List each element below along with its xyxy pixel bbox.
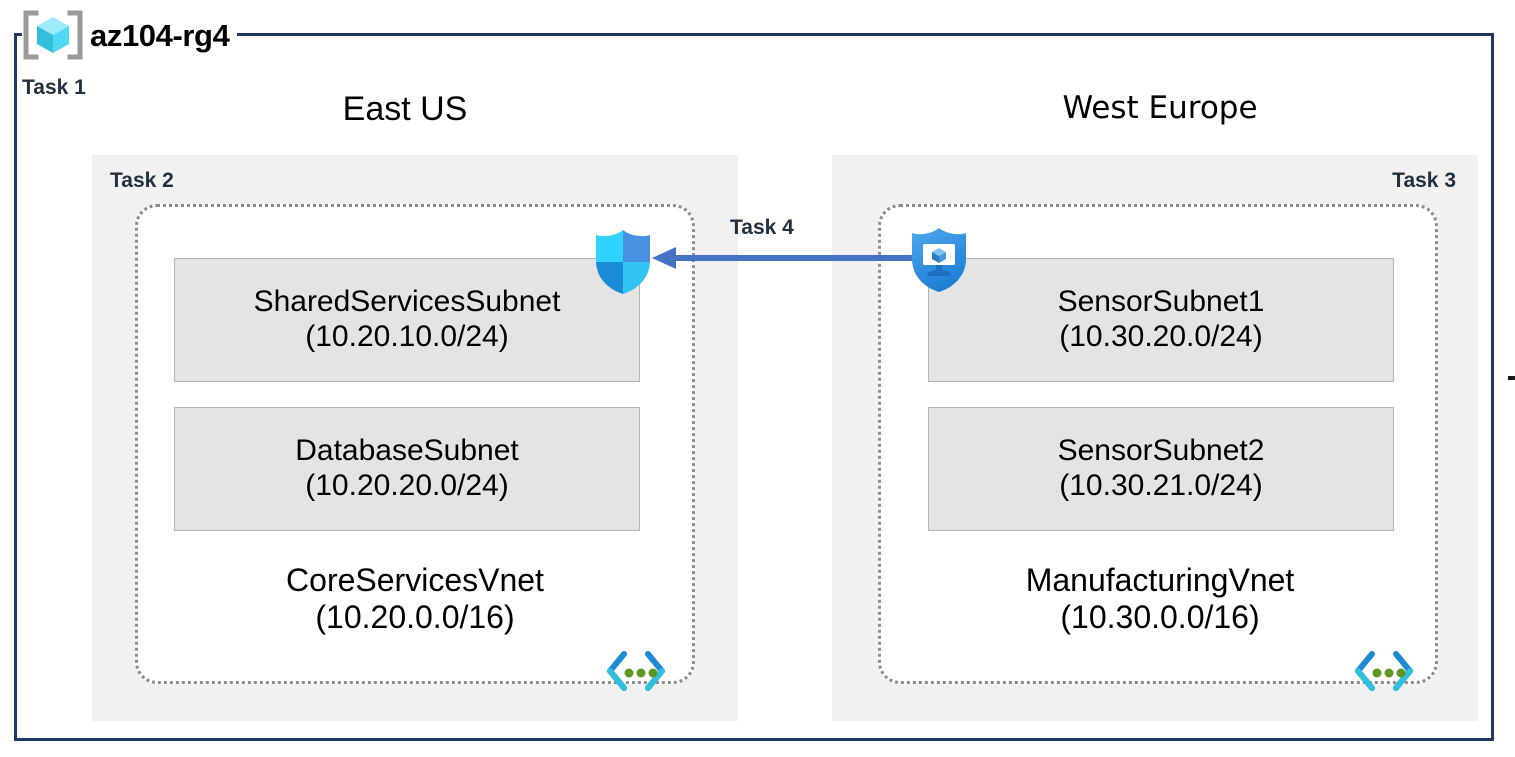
vnet-brackets-icon [604, 648, 668, 694]
subnet-cidr: (10.30.21.0/24) [1059, 469, 1263, 502]
subnet-name: DatabaseSubnet [295, 434, 519, 468]
resource-group-header: az104-rg4 [22, 10, 238, 60]
subnet-sensor-2: SensorSubnet2 (10.30.21.0/24) [928, 407, 1394, 531]
subnet-sensor-1: SensorSubnet1 (10.30.20.0/24) [928, 258, 1394, 382]
subnet-database: DatabaseSubnet (10.20.20.0/24) [174, 407, 640, 531]
subnet-cidr: (10.30.20.0/24) [1059, 320, 1263, 353]
edge-artifact-mark [1508, 376, 1515, 380]
shield-vm-icon [908, 226, 970, 294]
vnet-name: ManufacturingVnet [1025, 562, 1295, 598]
peering-arrow-icon [650, 240, 922, 276]
vnet-cidr: (10.20.0.0/16) [315, 599, 515, 636]
vnet-name: CoreServicesVnet [286, 562, 544, 598]
subnet-cidr: (10.20.20.0/24) [305, 469, 509, 502]
task-1-label: Task 1 [22, 76, 86, 99]
subnet-name: SensorSubnet2 [1057, 434, 1265, 468]
task-2-label: Task 2 [110, 169, 174, 192]
shield-nsg-icon [592, 228, 654, 296]
vnet-caption-core-services: CoreServicesVnet (10.20.0.0/16) [155, 562, 675, 636]
region-title-west-europe: West Europe [1062, 90, 1258, 126]
subnet-name: SharedServicesSubnet [253, 285, 561, 319]
task-4-label: Task 4 [730, 216, 794, 239]
task-3-label: Task 3 [1392, 169, 1456, 192]
resource-group-title: az104-rg4 [90, 17, 230, 53]
subnet-shared-services: SharedServicesSubnet (10.20.10.0/24) [174, 258, 640, 382]
vnet-caption-manufacturing: ManufacturingVnet (10.30.0.0/16) [900, 562, 1420, 636]
vnet-cidr: (10.30.0.0/16) [1060, 599, 1260, 636]
resource-group-frame [14, 33, 1494, 741]
resource-group-cube-icon [22, 10, 84, 60]
subnet-name: SensorSubnet1 [1057, 285, 1265, 319]
subnet-cidr: (10.20.10.0/24) [305, 320, 509, 353]
vnet-brackets-icon [1352, 648, 1416, 694]
region-title-east-us: East US [342, 90, 468, 128]
